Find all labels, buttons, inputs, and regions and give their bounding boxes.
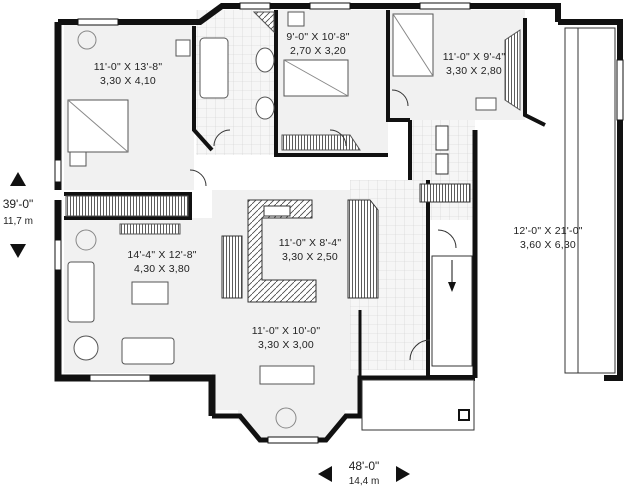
dining-table [259,365,315,385]
living-room-size: 14'-4" X 12'-8" [127,249,196,261]
dryer-icon [435,153,449,175]
overall-width-metric: 14,4 m [349,476,380,487]
door-swing [391,89,409,107]
armchair-icon [73,335,99,361]
plant-icon [77,30,97,50]
stair-arrow-head [448,282,456,292]
laundry [419,125,471,203]
bedroom3-wall [386,10,410,122]
overall-depth-imperial: 39'-0" [3,197,34,211]
nightstand [287,11,305,27]
bath-west-wall [192,26,214,152]
bedroom-1-furniture [65,30,191,217]
room-labels: 11'-0" X 13'-8" 3,30 X 4,10 9'-0" X 10'-… [94,31,583,351]
shower-icon [252,11,275,34]
bedroom-3-furniture [392,13,521,111]
windows [54,2,624,444]
closet-rail [65,195,189,217]
dining-furniture [259,365,315,429]
bedroom2-wall [274,10,388,157]
window [54,159,62,183]
bed-cover [392,13,434,77]
door-swing [213,129,231,147]
bedroom-1-size: 11'-0" X 13'-8" [94,61,163,73]
toilet-icon [255,47,275,73]
door-swing [329,129,347,147]
kitchen-counter [247,199,317,303]
arrow-right-icon [396,466,410,482]
living-room-furniture [67,223,181,365]
sink-icon [255,96,275,120]
dimension-arrows [10,172,410,482]
bathtub-icon [199,37,229,99]
kitchen-metric: 3,30 X 2,50 [282,251,338,263]
washer-icon [435,125,449,151]
sofa-icon [67,261,95,323]
garage-door [564,27,616,374]
window [419,2,471,10]
window [77,18,119,26]
plant-icon [75,229,97,251]
entry-step [361,379,475,431]
garage-size: 12'-0" X 21'-0" [513,225,582,237]
kitchen-size: 11'-0" X 8'-4" [279,237,342,249]
closet-rail [504,29,521,111]
kitchen-fixtures [221,199,379,303]
overall-depth-metric: 11,7 m [3,216,33,227]
dining-room-size: 11'-0" X 10'-0" [252,325,321,337]
bedroom-2-metric: 2,70 X 3,20 [290,45,346,57]
south-wall [212,375,428,443]
window [54,239,62,271]
bathroom-fixtures [199,11,275,120]
bedroom-2-furniture [281,11,361,151]
bedroom3-east-wall [523,18,546,127]
window [309,2,351,10]
north-wall [58,3,561,25]
door-swing [409,339,431,361]
bedroom-2-size: 9'-0" X 10'-8" [286,31,349,43]
bed-cover [67,99,129,153]
arrow-up-icon [10,172,26,186]
bedroom-1-metric: 3,30 X 4,10 [100,75,156,87]
sink-icon [263,205,291,217]
nightstand [69,151,87,167]
door-swing [437,229,457,249]
window [239,2,271,10]
dining-floor [212,310,358,410]
window [616,59,624,121]
window [267,436,319,444]
closet-rail [281,134,361,151]
bedroom-3-metric: 3,30 X 2,80 [446,65,502,77]
arrow-left-icon [318,466,332,482]
bed-cover [283,59,349,97]
door-swing [189,169,207,187]
arrow-down-icon [10,244,26,258]
coffee-table [131,281,169,305]
stairs [431,255,473,367]
bedroom-3-size: 11'-0" X 9'-4" [443,51,506,63]
overall-width-imperial: 48'-0" [349,459,380,473]
garage-metric: 3,60 X 6,30 [520,239,576,251]
cabinet-run [347,199,379,299]
loveseat-icon [121,337,175,365]
window [89,374,151,382]
fireplace-hearth [119,223,181,235]
east-wall [558,19,623,381]
light-post [458,409,470,421]
pantry [221,235,243,299]
plant-icon [275,407,297,429]
laundry-cabinet [419,183,471,203]
dresser [475,97,497,111]
dining-room-metric: 3,30 X 3,00 [258,339,314,351]
dresser [175,39,191,57]
living-room-metric: 4,30 X 3,80 [134,263,190,275]
doors [189,89,457,361]
closet-wall [64,192,192,220]
bay-floor [238,400,345,438]
